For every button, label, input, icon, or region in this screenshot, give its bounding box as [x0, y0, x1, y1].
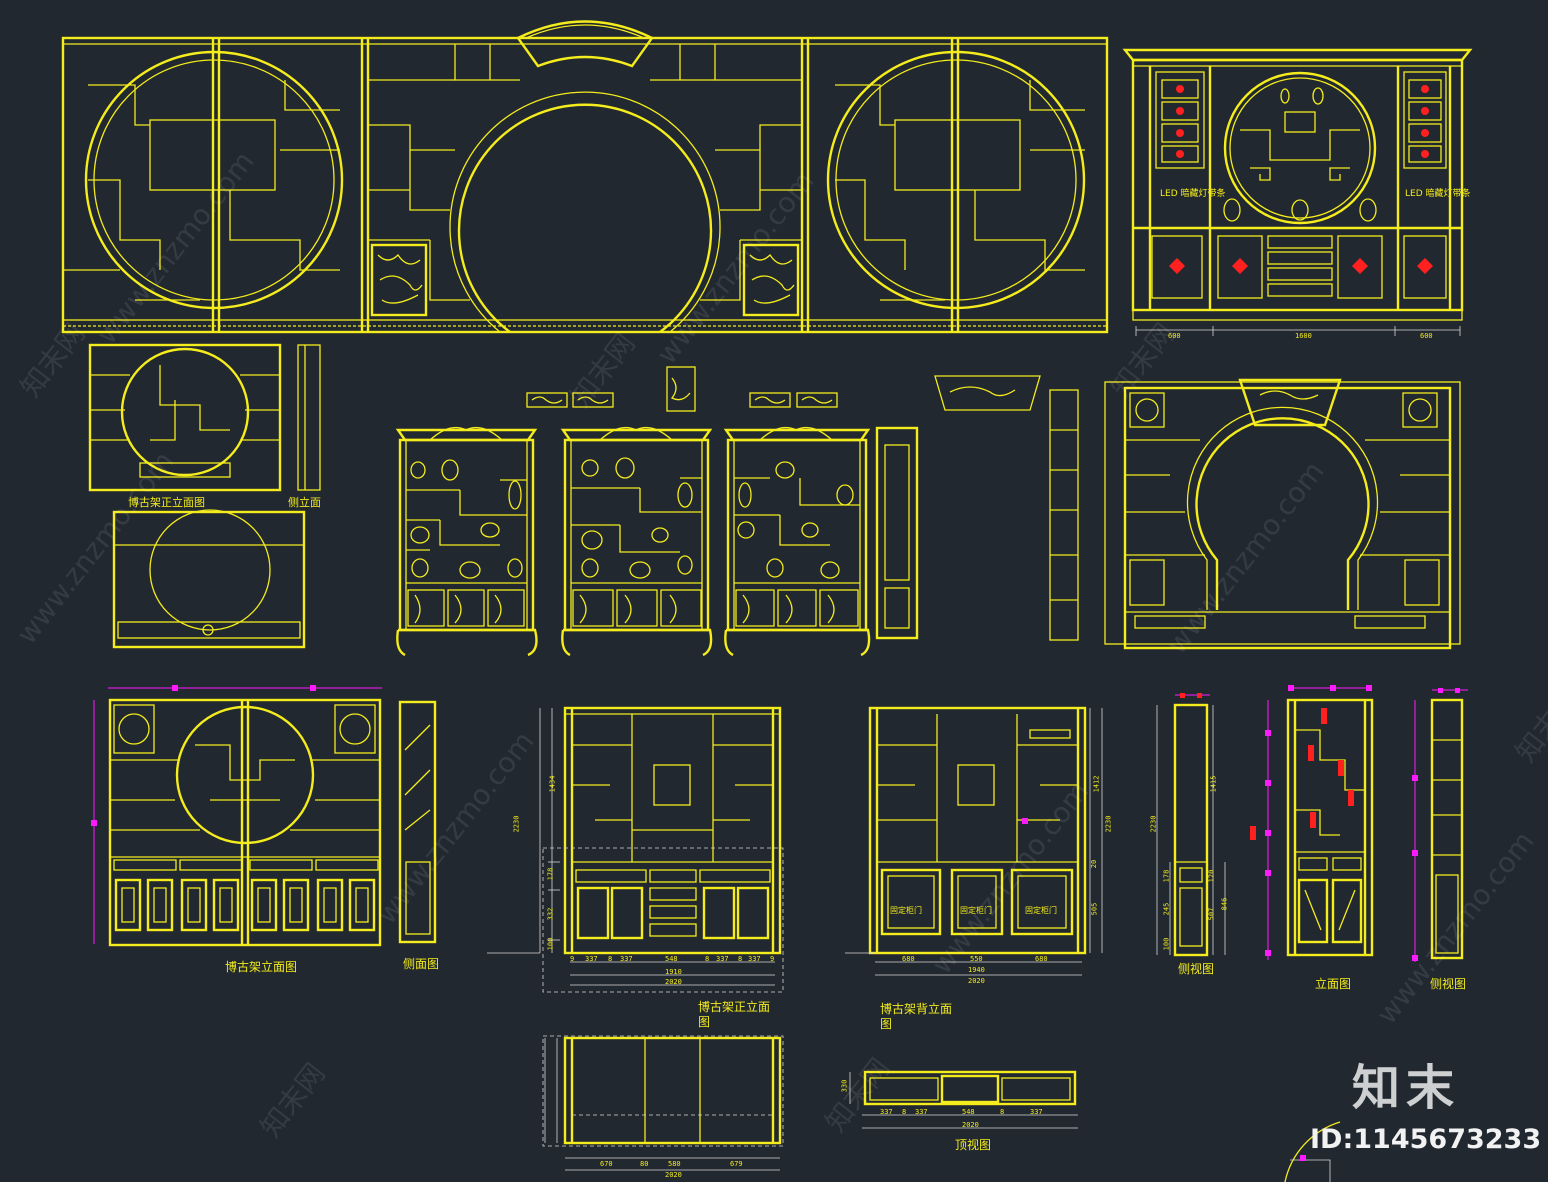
dim-label: 337: [1030, 1108, 1043, 1116]
dim-label: 1910: [665, 968, 682, 976]
dim-label: 337: [880, 1108, 893, 1116]
dim-label: 337: [748, 955, 761, 963]
dim-label: 8: [738, 955, 743, 963]
side-view-1: [1156, 693, 1226, 957]
dim-label: 2020: [665, 1171, 682, 1179]
small-moon-shelf: [88, 343, 321, 649]
dim-label: 2230: [1104, 815, 1113, 833]
note-fixed-door-3: 固定柜门: [1025, 906, 1057, 915]
caption-side-view-2: 侧视图: [1430, 977, 1467, 991]
caption-elev-view: 立面图: [1315, 977, 1352, 991]
caption-side-view-1: 侧视图: [1178, 962, 1215, 976]
elev-view-small: [1250, 685, 1374, 960]
dim-label: 9: [570, 955, 575, 963]
partial-circle-fragment: [1284, 1121, 1341, 1182]
dim-label: 600: [1168, 332, 1181, 340]
dim-label: 100: [546, 937, 555, 951]
dim-label: 548: [665, 955, 678, 963]
dim-label: 846: [1220, 897, 1229, 911]
caption-front-main: 博古架正立面: [698, 1000, 771, 1014]
dim-label: 2230: [1149, 815, 1158, 833]
dim-label: 332: [546, 907, 555, 921]
dim-label: 20: [1090, 859, 1099, 869]
led-display-cabinet: [1122, 48, 1473, 336]
bogujia-elevation: [91, 685, 437, 947]
dim-label: 580: [668, 1160, 681, 1168]
moon-gate-panorama: [61, 20, 1109, 334]
dim-label: 600: [1420, 332, 1433, 340]
dim-label: 120: [1207, 869, 1216, 883]
caption-front-elevation: 博古架立面图: [225, 960, 298, 974]
dim-label: 178: [546, 867, 555, 881]
dim-label: 178: [1162, 869, 1171, 883]
dim-label: 8: [1000, 1108, 1005, 1116]
caption-side-face: 侧面图: [403, 957, 440, 971]
dim-label: 9: [770, 955, 775, 963]
note-led-right: LED 暗藏灯带条: [1405, 189, 1471, 199]
front-elevation-main: [487, 706, 784, 993]
caption-front-small: 博古架正立面图: [128, 496, 205, 509]
vase-cabinet-center: [560, 426, 713, 657]
dim-label: 2020: [665, 978, 682, 986]
dim-label: 680: [1035, 955, 1048, 963]
note-fixed-door-2: 固定柜门: [960, 906, 992, 915]
ornament-details: [526, 366, 1041, 412]
vase-cabinet-left: [395, 426, 538, 657]
dim-label: 337: [620, 955, 633, 963]
side-tall-panel: [875, 389, 1079, 641]
dim-label: 337: [716, 955, 729, 963]
dim-label: 245: [1162, 902, 1171, 916]
caption-back-main-2: 图: [880, 1017, 893, 1031]
dim-label: 550: [970, 955, 983, 963]
dim-label: 680: [902, 955, 915, 963]
dim-label: 337: [585, 955, 598, 963]
dim-label: 2230: [512, 815, 521, 833]
note-led-left: LED 暗藏灯带条: [1160, 189, 1226, 199]
dim-label: 8: [608, 955, 613, 963]
dim-label: 8: [705, 955, 710, 963]
caption-front-main-2: 图: [698, 1015, 711, 1029]
dim-label: 80: [640, 1160, 649, 1168]
dim-label: 2020: [968, 977, 985, 985]
vase-cabinet-right: [723, 426, 871, 657]
dim-label: 1412: [1092, 775, 1101, 793]
dim-label: 507: [1207, 907, 1216, 921]
dim-label: 1940: [968, 966, 985, 974]
dim-label: 100: [1162, 937, 1171, 951]
dim-label: 1434: [548, 775, 557, 793]
top-view: [849, 1070, 1078, 1129]
dim-label: 679: [730, 1160, 743, 1168]
caption-back-main: 博古架背立面: [880, 1002, 953, 1016]
dim-label: 1600: [1295, 332, 1312, 340]
plan-view: [542, 1035, 784, 1171]
dim-label: 337: [915, 1108, 928, 1116]
dim-label: 1415: [1209, 775, 1218, 793]
dim-label: 548: [962, 1108, 975, 1116]
id-label: ID:1145673233: [1310, 1124, 1542, 1155]
dim-label: 670: [600, 1160, 613, 1168]
moon-arch-cabinet: [1104, 378, 1461, 650]
dim-label: 505: [1090, 902, 1099, 916]
back-elevation: [845, 706, 1103, 976]
caption-side-small: 侧立面: [288, 496, 321, 509]
dim-label: 8: [902, 1108, 907, 1116]
brand-logo: 知末: [1352, 1060, 1461, 1116]
dim-label: 2020: [962, 1121, 979, 1129]
caption-top-view: 顶视图: [955, 1138, 992, 1152]
side-view-2: [1412, 688, 1468, 962]
note-fixed-door-1: 固定柜门: [890, 906, 922, 915]
